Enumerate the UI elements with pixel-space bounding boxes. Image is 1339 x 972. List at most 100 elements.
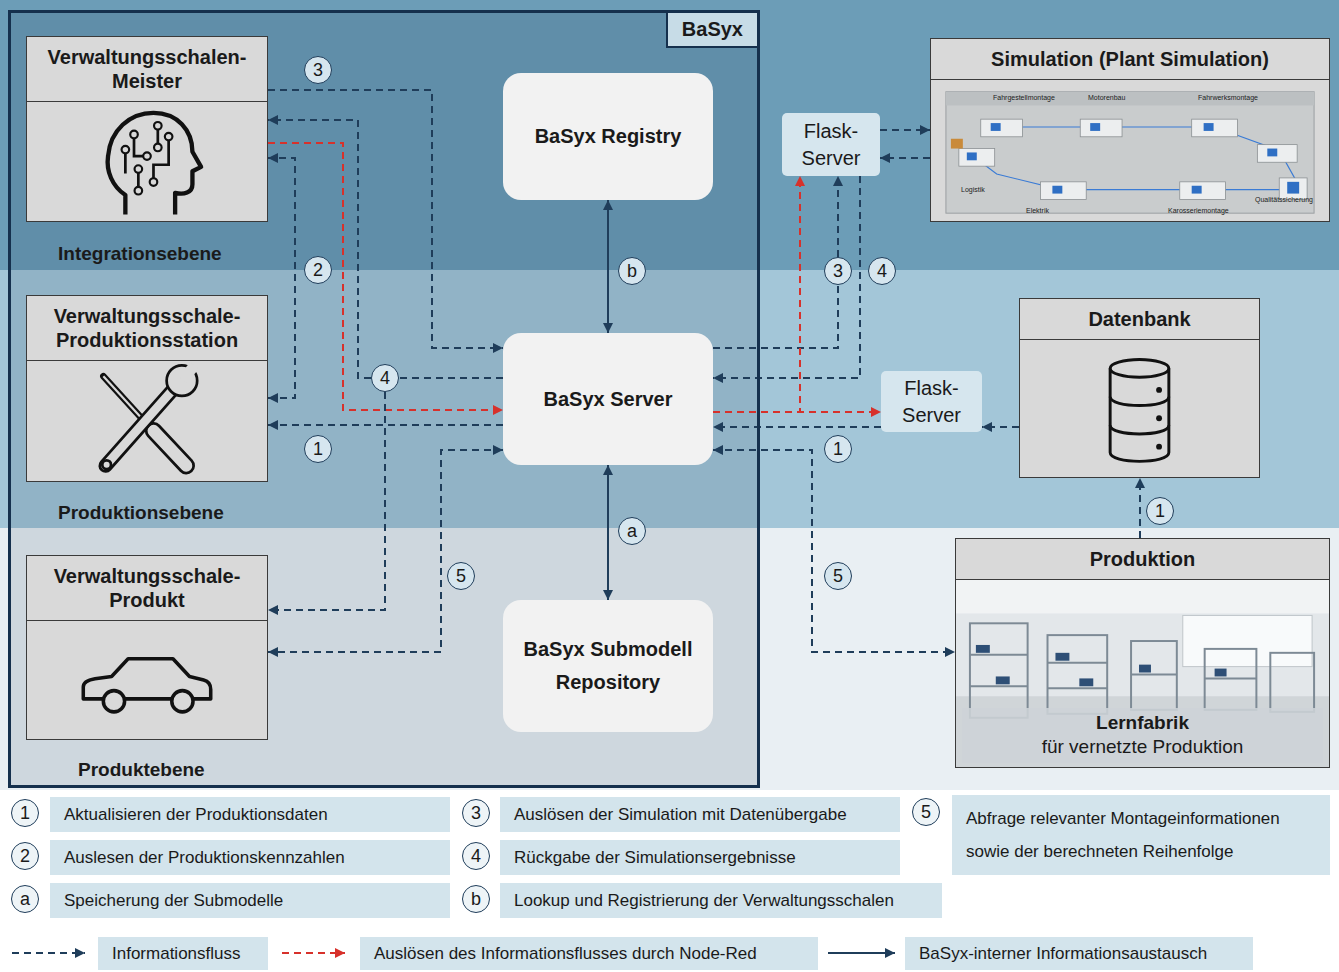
flask-box: Flask- Server xyxy=(881,371,982,432)
legend-line-sample xyxy=(12,952,85,954)
box-heading: Verwaltungsschalen- Meister xyxy=(31,45,263,93)
flow-arrow xyxy=(268,120,503,378)
callout-number: 4 xyxy=(868,257,896,285)
internal-arrow xyxy=(607,200,609,333)
flow-arrow xyxy=(268,158,295,398)
box-body xyxy=(1020,340,1259,477)
flow-arrow xyxy=(713,426,881,428)
legend-entry: Lookup und Registrierung der Verwaltungs… xyxy=(500,883,942,918)
station-label: Logistik xyxy=(961,186,985,193)
flow-arrow xyxy=(880,129,930,131)
legend-line-sample xyxy=(828,952,895,954)
trigger-arrow xyxy=(713,176,800,412)
server-box: BaSyx Server xyxy=(503,333,713,465)
caption-text: Lernfabrik xyxy=(966,711,1319,735)
trigger-arrow xyxy=(268,143,503,410)
component-name: BaSyx Server xyxy=(544,383,673,416)
legend-entry: Speicherung der Submodelle xyxy=(50,883,450,918)
caption-text: für vernetzte Produktion xyxy=(966,735,1319,759)
box-illustration xyxy=(27,102,267,221)
flow-arrow xyxy=(713,176,838,348)
station-label: Motorenbau xyxy=(1088,94,1125,101)
station-label: Qualitätssicherung xyxy=(1255,196,1313,203)
server-box: BaSyx Submodell Repository xyxy=(503,600,713,732)
station-label: Karosseriemontage xyxy=(1168,207,1229,214)
legend-entry: Aktualisieren der Produktionsdaten xyxy=(50,797,450,832)
legend-entry: Auslesen der Produktionskennzahlen xyxy=(50,840,450,875)
flow-arrow xyxy=(268,378,503,610)
box-heading: Verwaltungsschale- Produkt xyxy=(31,564,263,612)
box-header: Produktion xyxy=(956,539,1329,580)
box-header: Verwaltungsschale- Produktionsstation xyxy=(27,296,267,361)
box-illustration xyxy=(1020,340,1259,477)
database-box: Datenbank xyxy=(1019,298,1260,478)
flow-arrow xyxy=(268,450,503,652)
box-header: Verwaltungsschalen- Meister xyxy=(27,37,267,102)
callout-number: 3 xyxy=(824,257,852,285)
callout-number: 4 xyxy=(371,364,399,392)
legend-entry: Auslösen der Simulation mit Datenübergab… xyxy=(500,797,900,832)
shell-box: Verwaltungsschale- Produkt xyxy=(26,555,268,740)
level-label: Produktebene xyxy=(78,759,205,781)
callout-number: 4 xyxy=(462,842,490,870)
station-label: Fahrwerksmontage xyxy=(1198,94,1258,101)
legend-entry: Auslösen des Informationsflusses durch N… xyxy=(360,937,818,970)
legend-text: Aktualisieren der Produktionsdaten xyxy=(64,805,328,825)
callout-number: 3 xyxy=(304,56,332,84)
callout-number: 1 xyxy=(824,435,852,463)
callout-number: 1 xyxy=(304,435,332,463)
component-name: BaSyx Registry xyxy=(535,120,682,153)
callout-number: 3 xyxy=(462,799,490,827)
server-name: Flask- Server xyxy=(887,375,976,429)
level-label: Produktionsebene xyxy=(58,502,224,524)
basyx-frame: Verwaltungsschalen- MeisterBaSyx Registr… xyxy=(8,10,760,788)
box-illustration xyxy=(27,621,267,739)
box-heading: Simulation (Plant Simulation) xyxy=(935,47,1325,71)
station-label: Elektrik xyxy=(1026,207,1049,214)
callout-number: 2 xyxy=(304,256,332,284)
flow-arrow xyxy=(982,426,1019,428)
flow-arrow xyxy=(880,157,930,159)
flask-box: Flask- Server xyxy=(782,113,880,176)
station-label: Fahrgestellmontage xyxy=(993,94,1055,101)
callout-number: 2 xyxy=(11,842,39,870)
component-name: BaSyx Submodell Repository xyxy=(513,633,703,699)
legend-entry: BaSyx-interner Informationsaustausch xyxy=(905,937,1253,970)
legend-text: Auslösen der Simulation mit Datenübergab… xyxy=(514,805,847,825)
box-body xyxy=(27,361,267,481)
legend-text: Rückgabe der Simulationsergebnisse xyxy=(514,848,796,868)
callout-number: 5 xyxy=(824,562,852,590)
callout-number: a xyxy=(618,517,646,545)
callout-number: b xyxy=(618,257,646,285)
legend-entry: Rückgabe der Simulationsergebnisse xyxy=(500,840,900,875)
box-body xyxy=(27,102,267,221)
frame-title: BaSyx xyxy=(682,18,743,41)
legend-text: Auslesen der Produktionskennzahlen xyxy=(64,848,345,868)
production-panel: ProduktionLernfabrikfür vernetzte Produk… xyxy=(955,538,1330,768)
box-heading: Produktion xyxy=(960,547,1325,571)
legend-text: Speicherung der Submodelle xyxy=(64,891,283,911)
legend-text: Auslösen des Informationsflusses durch N… xyxy=(374,944,757,964)
legend-entry: Abfrage relevanter Montageinformationen … xyxy=(952,795,1330,875)
legend-text: Lookup und Registrierung der Verwaltungs… xyxy=(514,891,894,911)
server-name: Flask- Server xyxy=(788,118,874,172)
callout-number: 1 xyxy=(11,799,39,827)
shell-box: Verwaltungsschale- Produktionsstation xyxy=(26,295,268,482)
flow-arrow xyxy=(268,90,503,348)
callout-number: a xyxy=(11,885,39,913)
legend-text: Informationsfluss xyxy=(112,944,241,964)
server-box: BaSyx Registry xyxy=(503,73,713,200)
legend-line-sample xyxy=(282,952,345,954)
simulation-panel: Simulation (Plant Simulation) xyxy=(930,38,1330,222)
legend-text: BaSyx-interner Informationsaustausch xyxy=(919,944,1207,964)
frame-tab: BaSyx xyxy=(666,13,757,48)
trigger-arrow xyxy=(713,411,881,413)
shell-box: Verwaltungsschalen- Meister xyxy=(26,36,268,222)
internal-arrow xyxy=(607,465,609,600)
level-label: Integrationsebene xyxy=(58,243,222,265)
callout-number: 5 xyxy=(912,798,940,826)
box-header: Datenbank xyxy=(1020,299,1259,340)
flow-arrow xyxy=(1139,478,1141,538)
caption-strip: Lernfabrikfür vernetzte Produktion xyxy=(962,708,1323,763)
callout-number: 5 xyxy=(447,562,475,590)
